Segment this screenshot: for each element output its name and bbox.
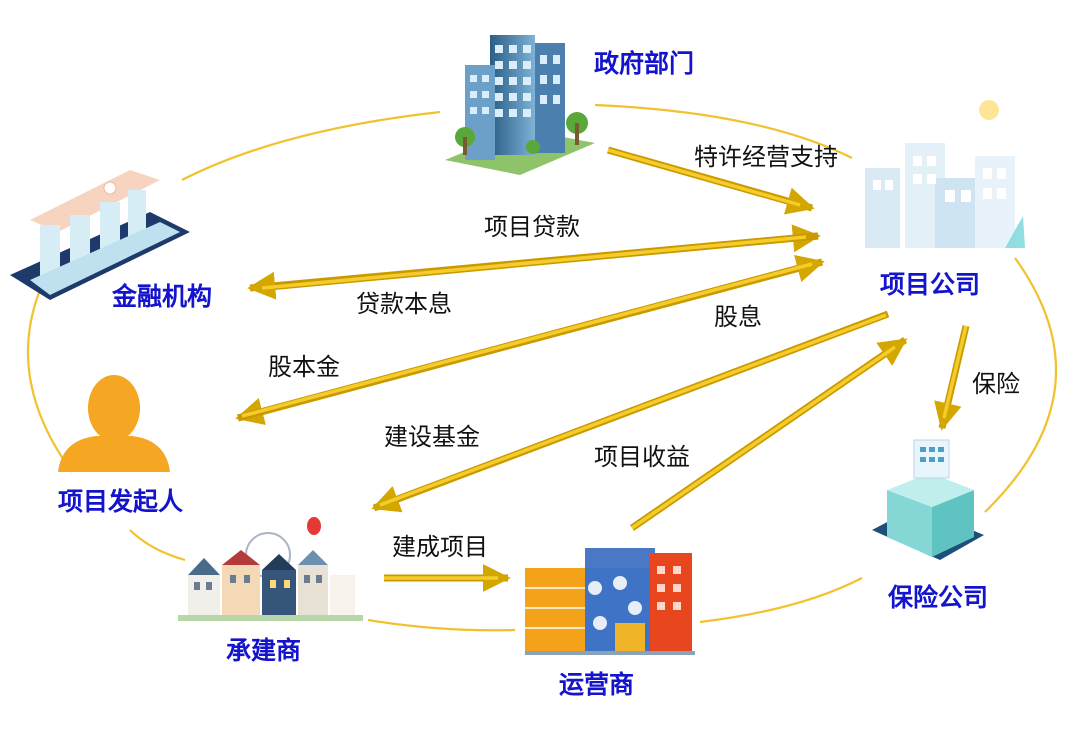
ring-segment-gov-finance [181, 110, 441, 181]
ring-segment-finance-sponsor [26, 289, 73, 473]
operator-building-icon [525, 548, 695, 655]
government-label: 政府部门 [594, 49, 694, 78]
ring-segment-company-insurance [984, 257, 1058, 513]
government-building-icon [445, 35, 595, 175]
flow-label-loan-principal-interest: 贷款本息 [356, 290, 452, 318]
insurance-company-label: 保险公司 [887, 583, 988, 612]
flow-label-equity-capital: 股本金 [268, 353, 340, 381]
ring-segment-contractor-operator [367, 618, 516, 632]
financial-institution-label: 金融机构 [111, 282, 212, 311]
flow-label-dividend: 股息 [714, 303, 762, 331]
flow-label-project-loan: 项目贷款 [484, 213, 580, 241]
ring-segment-operator-insurance [699, 577, 863, 624]
flow-label-completed-project: 建成项目 [392, 533, 488, 561]
insurance-company-building-icon [872, 439, 984, 560]
person-icon [58, 375, 170, 472]
project-company-label: 项目公司 [880, 270, 980, 299]
flow-label-project-revenue: 项目收益 [594, 443, 690, 471]
flow-label-franchise-support: 特许经营支持 [694, 143, 838, 171]
contractor-label: 承建商 [226, 636, 301, 665]
financial-institution-building-icon [10, 170, 190, 300]
flow-label-insurance: 保险 [972, 370, 1020, 398]
contractor-town-icon [178, 517, 363, 621]
flow-label-construction-fund: 建设基金 [384, 423, 480, 451]
project-sponsor-label: 项目发起人 [58, 487, 183, 516]
operator-label: 运营商 [559, 670, 634, 699]
project-company-skyline-icon [865, 100, 1025, 248]
ring-segment-gov-company [594, 103, 853, 159]
connection-ring [26, 103, 1058, 632]
arrows [235, 146, 970, 592]
ring-segment-sponsor-contractor [129, 529, 186, 562]
